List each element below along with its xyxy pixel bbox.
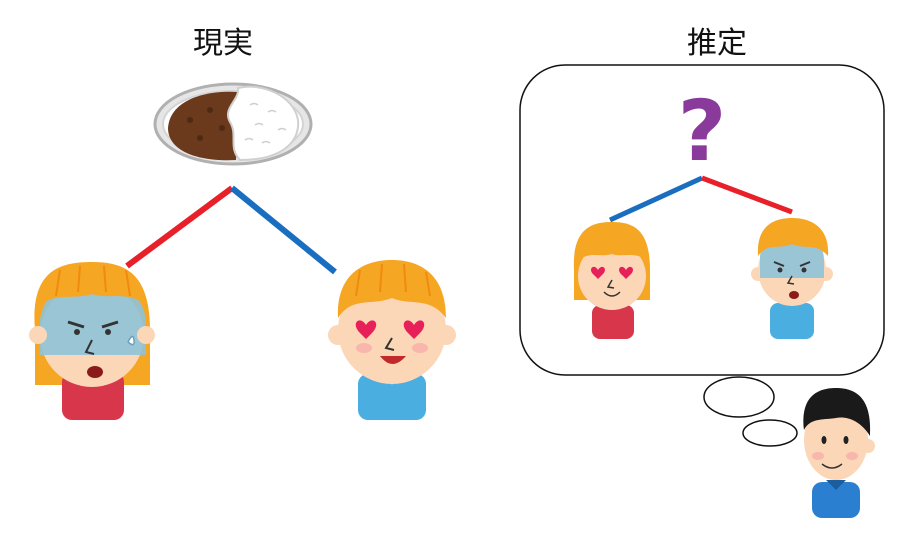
boy-happy-icon <box>328 260 456 420</box>
thought-cloud-small <box>742 419 798 447</box>
thought-cloud-large <box>703 376 775 418</box>
man-thinking-icon <box>803 388 875 518</box>
boy-disgusted-small-icon <box>751 218 833 339</box>
edge-blue-left <box>230 185 337 275</box>
question-mark-icon: ? <box>678 82 727 180</box>
title-estimate: 推定 <box>687 26 747 61</box>
edge-blue-right <box>608 175 704 223</box>
girl-disgusted-icon <box>29 262 155 420</box>
title-reality: 現実 <box>193 26 253 61</box>
edge-red-left <box>125 185 234 269</box>
curry-rice-icon <box>153 82 313 166</box>
girl-happy-small-icon <box>573 222 650 339</box>
edge-red-right <box>701 175 793 215</box>
